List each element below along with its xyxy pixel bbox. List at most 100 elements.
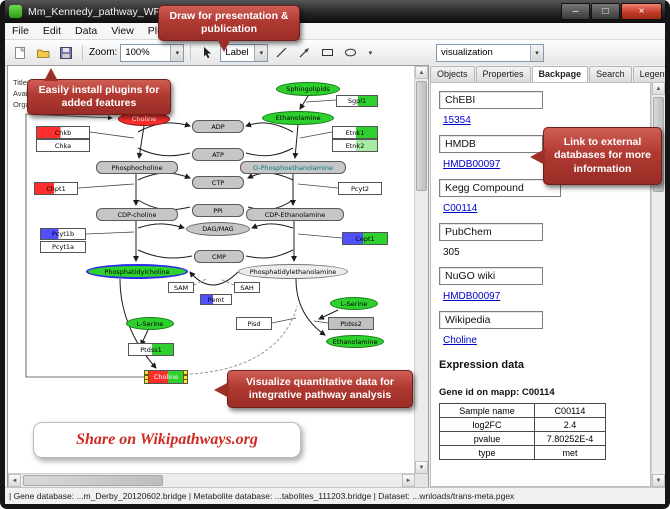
wikipedia-link[interactable]: Choline bbox=[443, 335, 477, 346]
node-phosphocholine[interactable]: Phosphocholine bbox=[96, 161, 178, 174]
callout-text: Draw for presentation & publication bbox=[169, 9, 289, 35]
node-ptdss2[interactable]: Ptdss2 bbox=[328, 317, 374, 330]
title-bar[interactable]: Mm_Kennedy_pathway_WP1771_45176.gpml – □… bbox=[5, 0, 665, 23]
close-button[interactable]: × bbox=[621, 3, 662, 20]
node-pcyt2[interactable]: Pcyt2 bbox=[338, 182, 382, 195]
menu-file[interactable]: File bbox=[12, 25, 29, 37]
table-row: pvalue 7.80252E-4 bbox=[439, 431, 606, 446]
node-sah[interactable]: SAH bbox=[234, 282, 260, 293]
node-pcyt1b[interactable]: Pcyt1b bbox=[40, 228, 86, 240]
arrow-tool-button[interactable] bbox=[294, 43, 314, 63]
line-tool-button[interactable] bbox=[271, 43, 291, 63]
toolbar: Zoom: 100% ▾ Label ▾ bbox=[5, 40, 665, 66]
section-header-chebi: ChEBI bbox=[439, 91, 543, 109]
selection-handle[interactable] bbox=[183, 379, 187, 383]
tab-properties[interactable]: Properties bbox=[475, 66, 531, 83]
zoom-combobox[interactable]: 100% ▾ bbox=[120, 43, 185, 62]
node-ethanolamine[interactable]: Ethanolamine bbox=[262, 111, 334, 125]
node-atp[interactable]: ATP bbox=[192, 148, 244, 161]
pointer-tool-button[interactable] bbox=[197, 43, 217, 63]
scroll-right-icon[interactable]: ► bbox=[402, 474, 415, 487]
node-dag-mag[interactable]: DAG/MAG bbox=[186, 222, 250, 236]
menu-data[interactable]: Data bbox=[75, 25, 98, 37]
node-l-serine-left[interactable]: L-Serine bbox=[126, 317, 174, 330]
menu-view[interactable]: View bbox=[111, 25, 134, 37]
tab-search[interactable]: Search bbox=[589, 66, 632, 83]
chebi-link[interactable]: 15354 bbox=[443, 115, 471, 126]
node-pemt[interactable]: Pemt bbox=[200, 294, 232, 305]
scroll-left-icon[interactable]: ◄ bbox=[8, 474, 21, 487]
node-cmp[interactable]: CMP bbox=[194, 250, 244, 263]
node-o-phosphoethanolamine[interactable]: O-Phosphoethanolamine bbox=[240, 161, 346, 174]
node-ctp[interactable]: CTP bbox=[192, 176, 244, 189]
nugo-link[interactable]: HMDB00097 bbox=[443, 291, 501, 302]
arrow-icon bbox=[299, 48, 309, 58]
canvas-vertical-scrollbar[interactable]: ▲ ▼ bbox=[414, 66, 428, 474]
new-file-button[interactable] bbox=[10, 43, 30, 63]
minimize-button[interactable]: – bbox=[561, 3, 590, 20]
tab-objects[interactable]: Objects bbox=[430, 66, 475, 83]
rectangle-tool-button[interactable] bbox=[317, 43, 337, 63]
selection-handle[interactable] bbox=[183, 371, 187, 375]
label-tool-combobox[interactable]: Label ▾ bbox=[220, 43, 269, 62]
node-sphingolipids[interactable]: Sphingolipids bbox=[276, 82, 340, 96]
node-ppi[interactable]: PPi bbox=[192, 204, 244, 217]
callout-external-databases: Link to external databases for more info… bbox=[530, 127, 662, 185]
tab-backpage[interactable]: Backpage bbox=[531, 66, 589, 83]
menu-edit[interactable]: Edit bbox=[42, 25, 62, 37]
visualization-combobox[interactable]: visualization ▾ bbox=[436, 43, 544, 62]
chevron-down-icon[interactable]: ▾ bbox=[254, 44, 268, 61]
node-sgpl1[interactable]: Sgpl1 bbox=[336, 95, 378, 107]
node-phosphatidylcholine[interactable]: Phosphatidylcholine bbox=[86, 264, 188, 279]
chevron-down-icon[interactable]: ▾ bbox=[530, 44, 543, 61]
scroll-down-icon[interactable]: ▼ bbox=[415, 461, 428, 474]
scrollbar-thumb[interactable] bbox=[416, 81, 427, 191]
open-file-button[interactable] bbox=[33, 43, 53, 63]
scroll-up-icon[interactable]: ▲ bbox=[415, 66, 428, 79]
scroll-up-icon[interactable]: ▲ bbox=[652, 82, 665, 95]
node-etnk1[interactable]: Etnk1 bbox=[332, 126, 378, 139]
node-pisd[interactable]: Pisd bbox=[236, 317, 272, 330]
shape-menu-button[interactable]: ▾ bbox=[363, 43, 377, 63]
app-icon bbox=[9, 5, 22, 18]
node-sam[interactable]: SAM bbox=[168, 282, 194, 293]
node-chkb[interactable]: Chkb bbox=[36, 126, 90, 139]
chevron-down-icon[interactable]: ▾ bbox=[170, 44, 184, 61]
save-floppy-icon bbox=[60, 46, 72, 59]
tab-legend[interactable]: Legend bbox=[632, 66, 665, 83]
callout-tail bbox=[530, 149, 545, 165]
node-ethanolamine-bottom[interactable]: Ethanolamine bbox=[326, 335, 384, 348]
node-pcyt1a[interactable]: Pcyt1a bbox=[40, 241, 86, 253]
node-phosphatidylethanolamine[interactable]: Phosphatidylethanolamine bbox=[238, 264, 348, 279]
visualization-value: visualization bbox=[441, 47, 493, 58]
node-cdp-choline[interactable]: CDP-choline bbox=[96, 208, 178, 221]
canvas-horizontal-scrollbar[interactable]: ◄ ► bbox=[8, 473, 415, 487]
scrollbar-thumb[interactable] bbox=[23, 475, 163, 486]
node-chka[interactable]: Chka bbox=[36, 139, 90, 152]
node-cdp-ethanolamine[interactable]: CDP-Ethanolamine bbox=[246, 208, 344, 221]
scroll-down-icon[interactable]: ▼ bbox=[652, 474, 665, 487]
table-cell: met bbox=[534, 445, 606, 460]
node-l-serine-right[interactable]: L-Serine bbox=[330, 297, 378, 310]
zoom-label: Zoom: bbox=[89, 47, 118, 58]
sidebar-tabs: Objects Properties Backpage Search Legen… bbox=[429, 65, 665, 83]
node-adp[interactable]: ADP bbox=[192, 120, 244, 133]
table-cell: 2.4 bbox=[534, 417, 606, 432]
hmdb-link[interactable]: HMDB00097 bbox=[443, 159, 501, 170]
save-button[interactable] bbox=[56, 43, 76, 63]
maximize-button[interactable]: □ bbox=[591, 3, 620, 20]
selection-handle[interactable] bbox=[145, 379, 149, 383]
node-etnk2[interactable]: Etnk2 bbox=[332, 139, 378, 152]
oval-tool-button[interactable] bbox=[340, 43, 360, 63]
menu-bar: File Edit Data View Plugins Help bbox=[5, 23, 665, 40]
status-text: | Gene database: ...m_Derby_20120602.bri… bbox=[9, 491, 515, 501]
node-cept1[interactable]: Cept1 bbox=[342, 232, 388, 245]
selection-handle[interactable] bbox=[145, 371, 149, 375]
kegg-link[interactable]: C00114 bbox=[443, 203, 478, 214]
node-ptdss1[interactable]: Ptdss1 bbox=[128, 343, 174, 356]
pathway-drawing-area[interactable]: Title: Availability: Organism: bbox=[8, 66, 415, 474]
label-tool-value: Label bbox=[225, 47, 249, 58]
node-chpt1[interactable]: Chpt1 bbox=[34, 182, 78, 195]
callout-tail bbox=[214, 382, 229, 398]
node-choline-selected[interactable]: Choline bbox=[144, 370, 188, 384]
